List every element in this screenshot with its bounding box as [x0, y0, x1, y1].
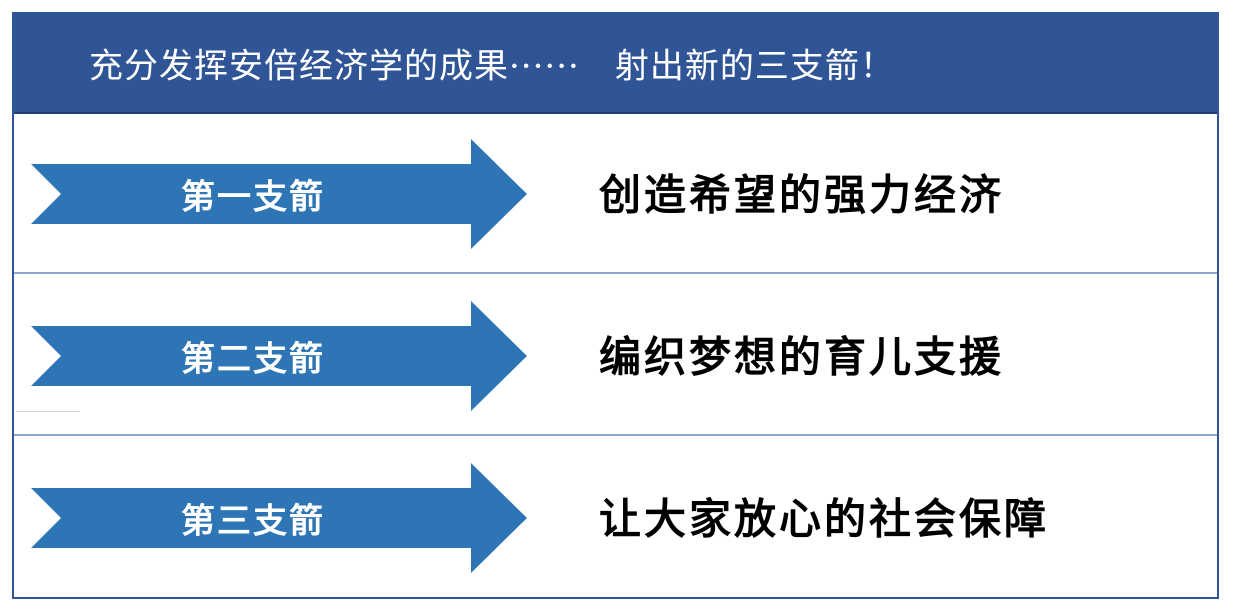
arrow-description-2: 编织梦想的育儿支援: [599, 332, 1005, 382]
header-banner: 充分发挥安倍经济学的成果······ 射出新的三支箭！: [14, 14, 1217, 114]
arrow-row-3: 第三支箭 让大家放心的社会保障: [14, 434, 1217, 596]
arrow-icon: [31, 463, 527, 573]
arrow-label-1: 第一支箭: [181, 177, 325, 218]
divider-tick: [16, 411, 80, 412]
diagram-frame: 充分发挥安倍经济学的成果······ 射出新的三支箭！ 第一支箭 创造希望的强力…: [12, 12, 1219, 599]
arrow-icon: [31, 301, 527, 411]
arrow-description-3: 让大家放心的社会保障: [599, 494, 1050, 544]
arrow-label-3: 第三支箭: [181, 501, 325, 542]
arrow-row-2: 第二支箭 编织梦想的育儿支援: [14, 272, 1217, 434]
arrow-label-2: 第二支箭: [181, 339, 325, 380]
arrow-row-1: 第一支箭 创造希望的强力经济: [14, 112, 1217, 272]
arrow-shape-3: 第三支箭: [31, 463, 527, 573]
arrow-icon: [31, 139, 527, 249]
arrow-shape-2: 第二支箭: [31, 301, 527, 411]
header-title: 充分发挥安倍经济学的成果······ 射出新的三支箭！: [89, 46, 895, 87]
arrow-description-1: 创造希望的强力经济: [599, 170, 1005, 220]
arrow-shape-1: 第一支箭: [31, 139, 527, 249]
